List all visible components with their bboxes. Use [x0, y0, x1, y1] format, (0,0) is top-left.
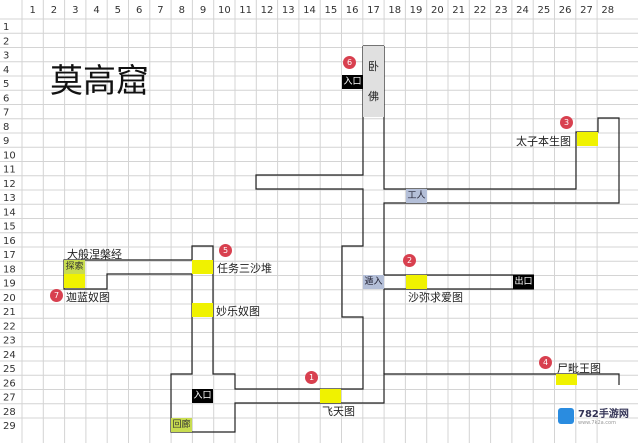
column-header: 19	[410, 5, 423, 16]
task-sand-spot[interactable]	[192, 260, 213, 274]
shami-spot[interactable]	[406, 275, 427, 289]
marker-1: 1	[305, 371, 318, 384]
explore-point[interactable]: 探索	[64, 260, 85, 274]
exit[interactable]: 出口	[513, 275, 534, 289]
entrance-bottom[interactable]: 入口	[192, 389, 213, 403]
label-shipi: 尸毗王图	[557, 362, 601, 375]
watermark-name: 782手游网	[578, 409, 629, 420]
enter-point[interactable]: 遁入	[363, 275, 384, 289]
reclining-buddha-area: 卧 佛	[363, 46, 384, 117]
miaole-spot[interactable]	[192, 303, 213, 317]
label-jialan: 迦蓝奴图	[66, 291, 110, 304]
column-header: 28	[601, 5, 614, 16]
row-header: 11	[3, 165, 16, 176]
label-task-sand: 任务三沙堆	[217, 262, 272, 275]
row-header: 10	[3, 150, 16, 161]
column-header: 1	[29, 5, 35, 16]
buddha-char-1: 卧	[368, 60, 379, 73]
shipi-spot[interactable]	[556, 374, 577, 385]
row-header: 8	[3, 122, 9, 133]
worker-point[interactable]: 工人	[406, 189, 427, 203]
column-header: 13	[282, 5, 295, 16]
column-header: 7	[157, 5, 163, 16]
column-header: 15	[324, 5, 337, 16]
watermark: 782手游网 www.7k2a.com	[558, 405, 629, 426]
row-header: 29	[3, 421, 16, 432]
row-header: 18	[3, 264, 16, 275]
marker-3: 3	[560, 116, 573, 129]
label-taizi: 太子本生图	[516, 135, 571, 148]
row-header: 23	[3, 336, 16, 347]
label-feitian: 飞天图	[322, 405, 355, 418]
jialan-spot[interactable]	[64, 274, 85, 288]
row-header: 12	[3, 179, 16, 190]
column-header: 21	[452, 5, 465, 16]
row-header: 20	[3, 293, 16, 304]
corridor-point[interactable]: 回廊	[171, 418, 192, 432]
column-header: 26	[559, 5, 572, 16]
column-header: 6	[136, 5, 142, 16]
row-header: 16	[3, 236, 16, 247]
row-header: 5	[3, 79, 9, 90]
column-header: 2	[51, 5, 57, 16]
row-header: 2	[3, 36, 9, 47]
column-header: 9	[200, 5, 206, 16]
column-header: 3	[72, 5, 78, 16]
column-header: 27	[580, 5, 593, 16]
row-header: 9	[3, 136, 9, 147]
row-header: 15	[3, 222, 16, 233]
row-header: 26	[3, 378, 16, 389]
row-header: 17	[3, 250, 16, 261]
column-header: 22	[474, 5, 487, 16]
watermark-url: www.7k2a.com	[578, 420, 616, 426]
row-header: 19	[3, 279, 16, 290]
label-shami: 沙弥求爱图	[408, 291, 463, 304]
column-header: 24	[516, 5, 529, 16]
column-header: 4	[93, 5, 99, 16]
feitian-spot[interactable]	[320, 389, 341, 403]
column-header: 18	[388, 5, 401, 16]
column-header: 10	[218, 5, 231, 16]
watermark-logo-icon	[558, 407, 574, 424]
row-header: 3	[3, 51, 9, 62]
column-header: 14	[303, 5, 316, 16]
marker-2: 2	[403, 254, 416, 267]
row-header: 24	[3, 350, 16, 361]
entrance-top[interactable]: 入口	[342, 75, 363, 89]
taizi-spot[interactable]	[577, 132, 598, 146]
marker-7: 7	[50, 289, 63, 302]
row-header: 27	[3, 393, 16, 404]
buddha-char-2: 佛	[368, 90, 379, 103]
column-header: 20	[431, 5, 444, 16]
marker-6: 6	[343, 56, 356, 69]
column-header: 11	[239, 5, 252, 16]
column-header: 12	[261, 5, 274, 16]
row-header: 7	[3, 108, 9, 119]
marker-4: 4	[539, 356, 552, 369]
row-header: 25	[3, 364, 16, 375]
row-header: 4	[3, 65, 9, 76]
row-header: 6	[3, 93, 9, 104]
marker-5: 5	[219, 244, 232, 257]
row-header: 22	[3, 321, 16, 332]
row-header: 1	[3, 22, 9, 33]
map-title: 莫高窟	[50, 61, 149, 100]
row-header: 21	[3, 307, 16, 318]
column-header: 8	[179, 5, 185, 16]
column-header: 23	[495, 5, 508, 16]
label-sutra: 大般涅槃经	[67, 248, 122, 261]
column-header: 17	[367, 5, 380, 16]
column-header: 5	[115, 5, 121, 16]
row-header: 13	[3, 193, 16, 204]
row-header: 28	[3, 407, 16, 418]
column-header: 16	[346, 5, 359, 16]
column-header: 25	[537, 5, 550, 16]
row-header: 14	[3, 207, 16, 218]
label-miaole: 妙乐奴图	[216, 305, 260, 318]
